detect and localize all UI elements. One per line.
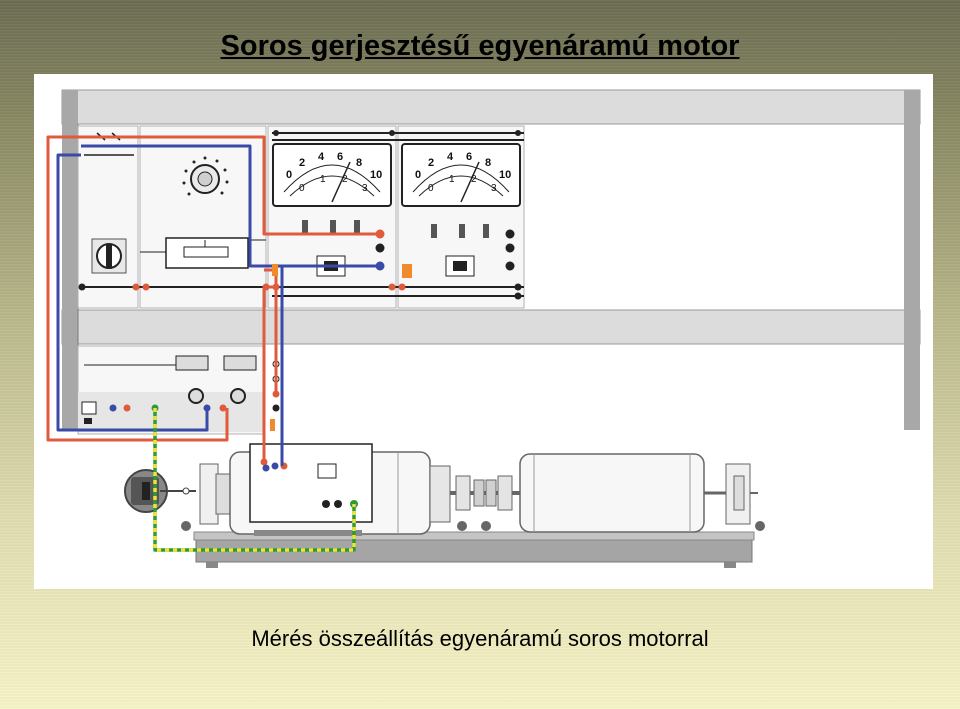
meter-right-top-10: 10 bbox=[499, 169, 511, 181]
red-wires bbox=[46, 135, 380, 462]
meter-right-top-4: 4 bbox=[447, 151, 454, 163]
meter-left-top-4: 4 bbox=[318, 151, 325, 163]
meter-left-bottom-3: 3 bbox=[362, 183, 368, 194]
meter-right-top-8: 8 bbox=[485, 157, 491, 169]
voltmeter-module: 0 2 4 6 8 10 0 1 2 3 bbox=[397, 125, 525, 309]
meter-right-bottom-3: 3 bbox=[491, 183, 497, 194]
meter-left-top-2: 2 bbox=[299, 157, 305, 169]
meter-left-bottom-0: 0 bbox=[299, 183, 305, 194]
meter-left-top-0: 0 bbox=[286, 169, 292, 181]
tachometer bbox=[124, 469, 196, 513]
coupling bbox=[450, 475, 520, 511]
orange-markers bbox=[270, 264, 278, 431]
measurement-setup-diagram: 0 2 4 6 8 10 0 1 2 3 0 2 4 6 8 bbox=[34, 74, 933, 589]
rack-frame bbox=[61, 89, 921, 430]
meter-right-bottom-1: 1 bbox=[449, 174, 455, 185]
earth-wire bbox=[153, 408, 356, 552]
bench-clamps bbox=[181, 521, 765, 531]
slide-title: Soros gerjesztésű egyenáramú motor bbox=[220, 30, 740, 62]
meter-left-top-6: 6 bbox=[337, 151, 343, 163]
meter-left-bottom-2: 2 bbox=[342, 174, 348, 185]
meter-right-top-2: 2 bbox=[428, 157, 434, 169]
meter-right-top-0: 0 bbox=[415, 169, 421, 181]
resistor-module bbox=[139, 125, 267, 309]
bus-terminals bbox=[78, 130, 522, 300]
power-supply-module bbox=[77, 345, 265, 435]
upper-bus-bars bbox=[80, 132, 524, 297]
blue-wires bbox=[56, 144, 380, 466]
meter-right-bottom-0: 0 bbox=[428, 183, 434, 194]
meter-left-top-10: 10 bbox=[370, 169, 382, 181]
meter-right-top-6: 6 bbox=[466, 151, 472, 163]
switch-module bbox=[77, 125, 139, 309]
load-generator bbox=[519, 453, 758, 533]
meter-right-bottom-2: 2 bbox=[471, 174, 477, 185]
slide-caption: Mérés összeállítás egyenáramú soros moto… bbox=[251, 626, 709, 651]
series-dc-motor bbox=[199, 443, 451, 536]
ammeter-module: 0 2 4 6 8 10 0 1 2 3 bbox=[267, 125, 397, 309]
meter-left-top-8: 8 bbox=[356, 157, 362, 169]
meter-left-bottom-1: 1 bbox=[320, 174, 326, 185]
